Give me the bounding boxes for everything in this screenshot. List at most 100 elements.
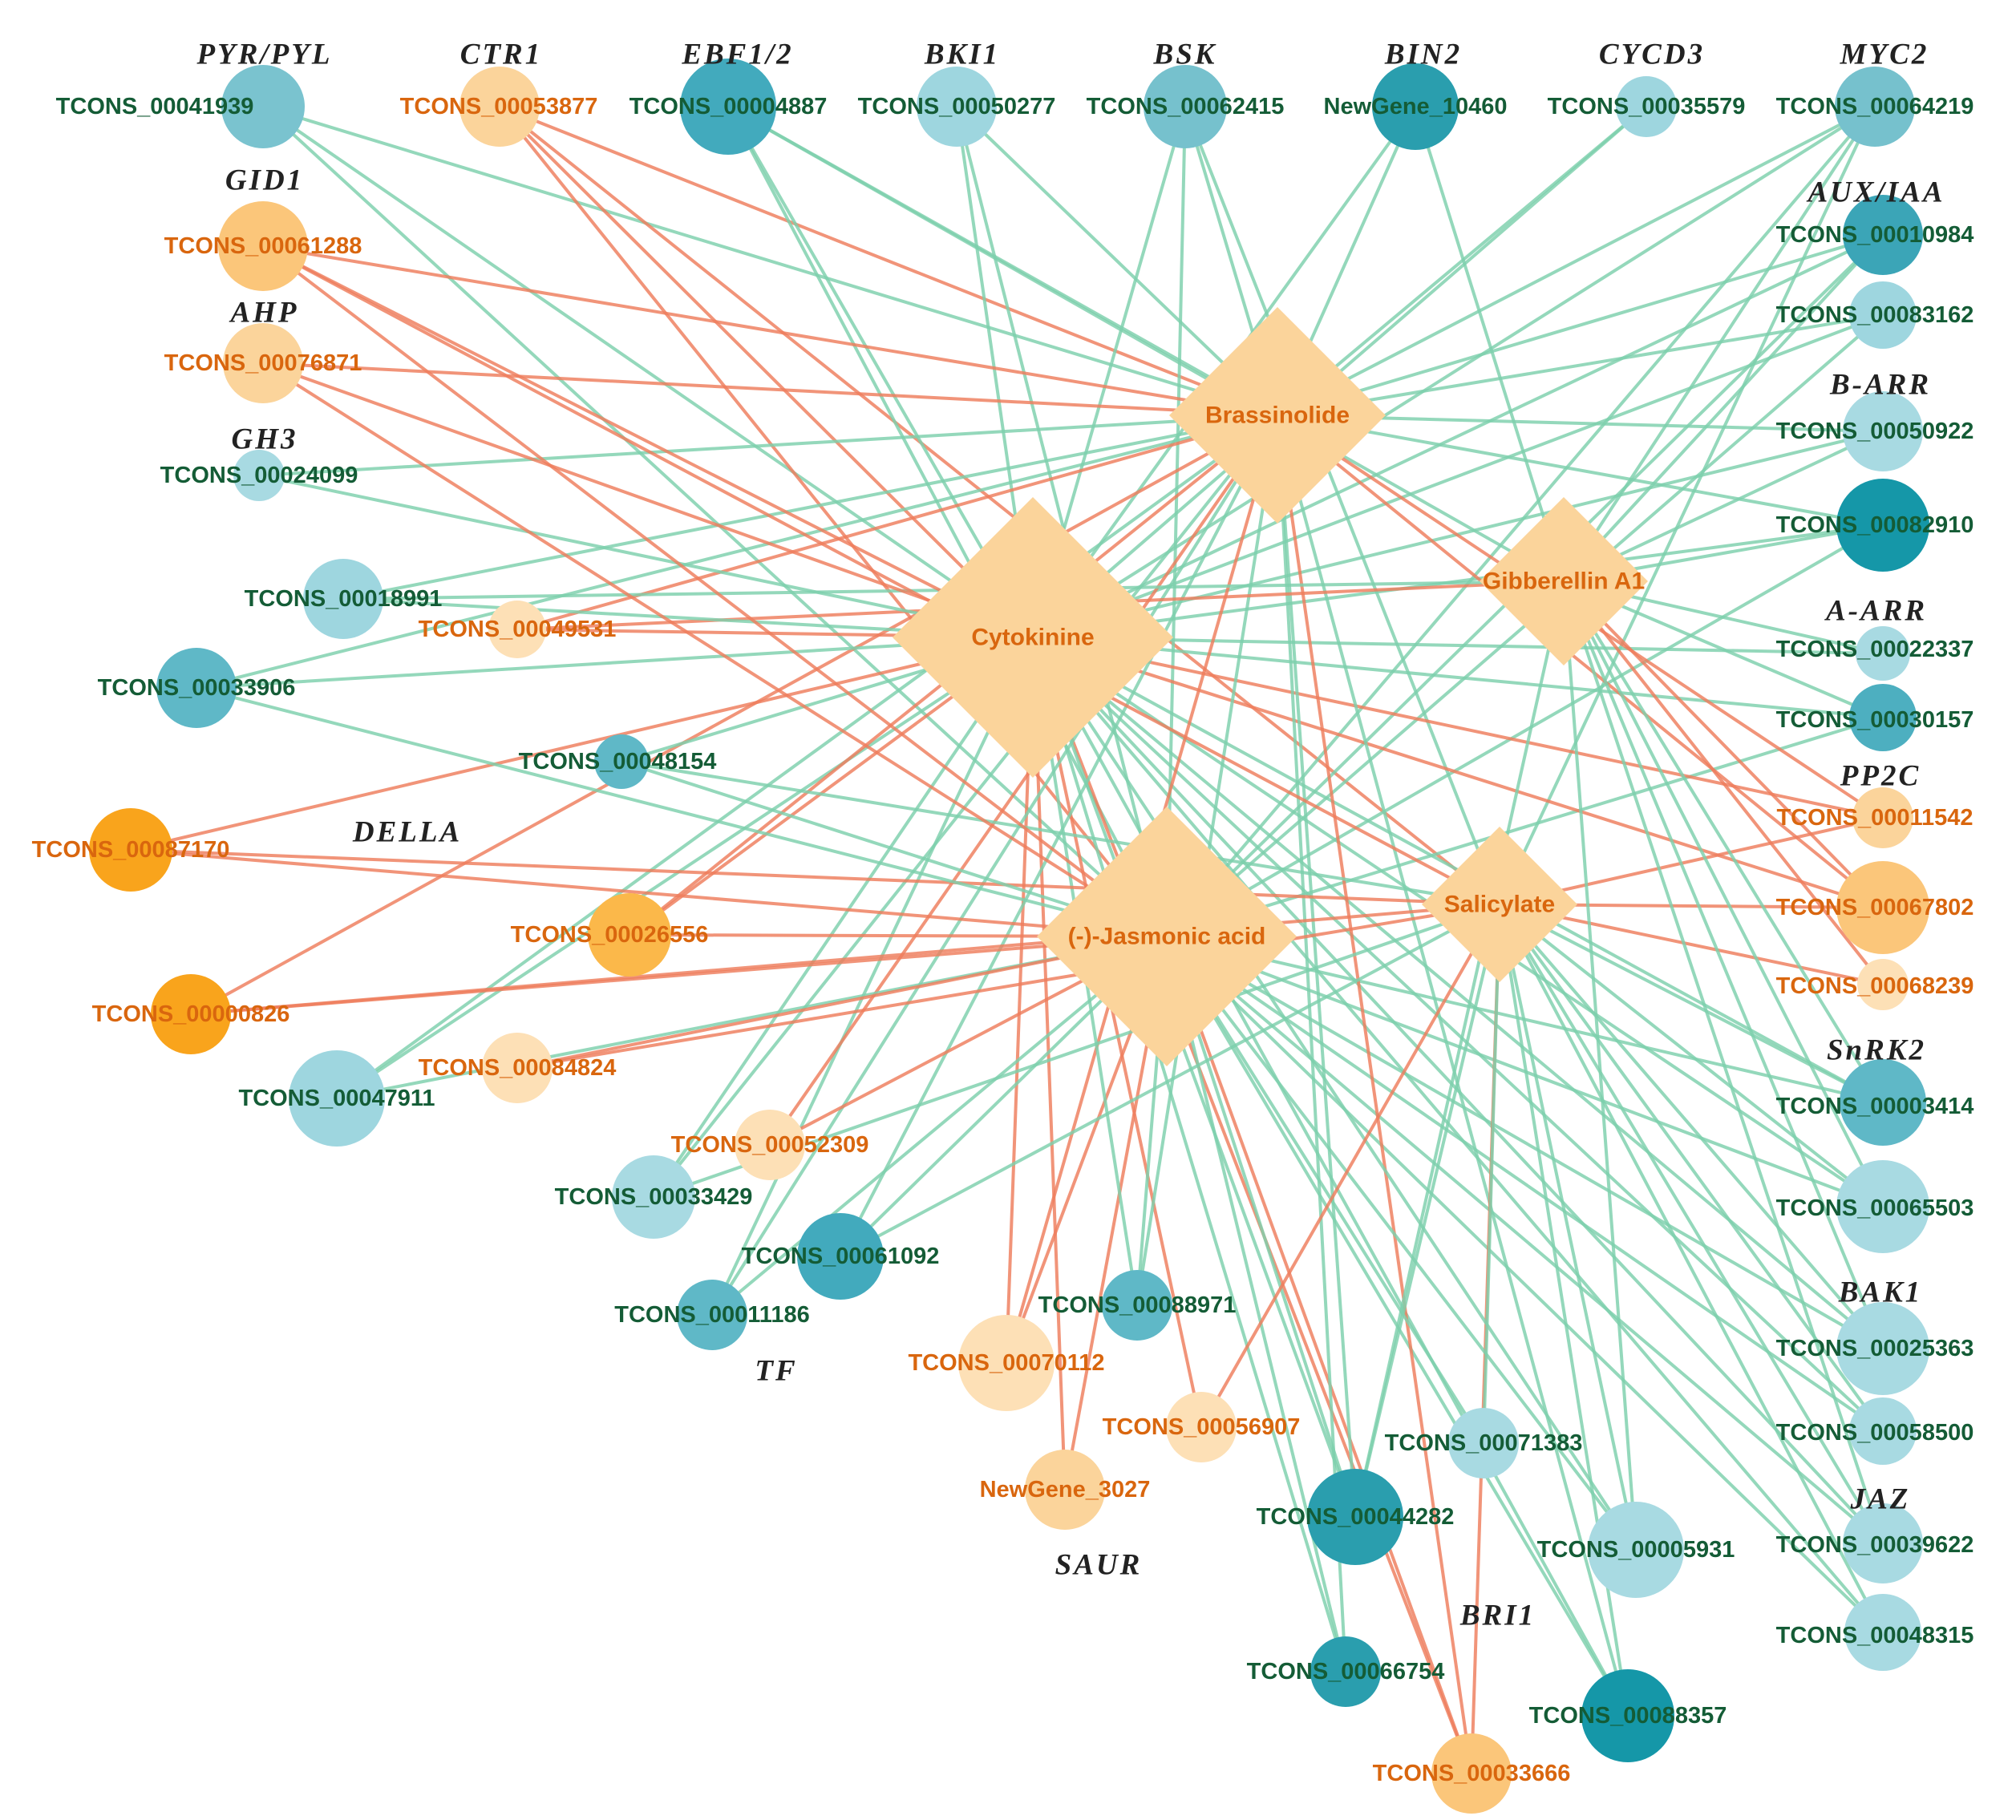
transcript-node[interactable]: TCONS_00024099 — [160, 450, 358, 501]
transcript-node[interactable]: TCONS_00033906 — [98, 648, 296, 728]
transcript-node[interactable]: TCONS_00061288 — [164, 201, 362, 291]
transcript-node[interactable]: TCONS_00018991 — [245, 559, 443, 639]
transcript-node[interactable]: TCONS_00083162 — [1776, 281, 1974, 349]
transcript-label: TCONS_00033906 — [98, 675, 296, 701]
edge-TCONS_00053877-JA — [498, 105, 1168, 938]
transcript-node[interactable]: TCONS_00030157 — [1776, 684, 1974, 751]
transcript-node[interactable]: TCONS_00004887 — [629, 59, 828, 155]
gene-group-label: TF — [755, 1355, 797, 1388]
transcript-label: TCONS_00010984 — [1776, 222, 1974, 248]
transcript-node[interactable]: TCONS_00066754 — [1247, 1636, 1445, 1707]
transcript-node-circle — [1849, 684, 1917, 751]
edge-TCONS_00039622-JA — [1165, 935, 1884, 1545]
transcript-node[interactable]: TCONS_00011186 — [614, 1280, 810, 1350]
gene-group-label: GID1 — [225, 164, 304, 197]
transcript-node[interactable]: TCONS_00056907 — [1103, 1392, 1301, 1462]
hormone-node[interactable]: Cytokinine — [893, 497, 1173, 778]
transcript-label: TCONS_00024099 — [160, 463, 358, 488]
transcript-node[interactable]: TCONS_00050922 — [1776, 391, 1974, 471]
transcript-node[interactable]: TCONS_00068239 — [1776, 959, 1974, 1010]
hormone-label: Gibberellin A1 — [1483, 568, 1645, 595]
transcript-label: TCONS_00030157 — [1776, 707, 1974, 733]
transcript-node[interactable]: TCONS_00052309 — [671, 1110, 869, 1180]
transcript-node[interactable]: TCONS_00005931 — [1537, 1502, 1735, 1598]
transcript-node[interactable]: TCONS_00035579 — [1548, 76, 1746, 137]
transcript-label: TCONS_00083162 — [1776, 302, 1974, 328]
transcript-node[interactable]: TCONS_00011542 — [1776, 787, 1973, 848]
transcript-node[interactable]: TCONS_00026556 — [511, 893, 709, 977]
transcript-node[interactable]: TCONS_00061092 — [742, 1213, 940, 1300]
transcript-node[interactable]: TCONS_00048154 — [519, 734, 717, 789]
transcript-node[interactable]: TCONS_00065503 — [1776, 1160, 1974, 1253]
transcript-node-circle — [233, 450, 285, 501]
hormone-node[interactable]: Gibberellin A1 — [1480, 497, 1648, 665]
edge-TCONS_00011186-BR — [710, 414, 1279, 1316]
transcript-node[interactable]: TCONS_00082910 — [1776, 479, 1974, 572]
edge-TCONS_00066754-JA — [1165, 936, 1347, 1672]
transcript-node[interactable]: TCONS_00039622 — [1776, 1503, 1974, 1583]
hormone-node[interactable]: Brassinolide — [1169, 307, 1386, 524]
edge-TCONS_00025363-SA — [1498, 903, 1884, 1350]
edge-TCONS_00004887-GA — [727, 105, 1565, 583]
edge-TCONS_00071383-JA — [1165, 935, 1485, 1445]
transcript-label: TCONS_00033666 — [1373, 1761, 1571, 1786]
edge-TCONS_00087170-JA — [130, 848, 1168, 938]
transcript-node-circle — [1102, 1270, 1172, 1341]
edge-TCONS_00010984-CK — [1032, 233, 1884, 639]
transcript-node[interactable]: NewGene_3027 — [980, 1450, 1151, 1530]
transcript-node[interactable]: NewGene_10460 — [1324, 63, 1508, 150]
transcript-node[interactable]: TCONS_00053877 — [400, 67, 598, 147]
transcript-label: TCONS_00056907 — [1103, 1414, 1301, 1440]
hormone-label: Salicylate — [1444, 892, 1555, 918]
transcript-node[interactable]: TCONS_00087170 — [32, 808, 230, 892]
transcript-node[interactable]: TCONS_00010984 — [1776, 195, 1974, 275]
transcript-node[interactable]: TCONS_00058500 — [1776, 1397, 1974, 1465]
hormone-node[interactable]: (-)-Jasmonic acid — [1037, 807, 1297, 1066]
transcript-label: TCONS_00048315 — [1776, 1623, 1974, 1648]
transcript-node[interactable]: TCONS_00062415 — [1087, 65, 1285, 148]
transcript-node[interactable]: TCONS_00003414 — [1776, 1059, 1974, 1146]
edge-TCONS_00083162-BR — [1277, 313, 1884, 417]
edge-TCONS_00082910-JA — [1166, 524, 1884, 938]
transcript-label: TCONS_00088971 — [1038, 1292, 1237, 1318]
transcript-node-circle — [1166, 1392, 1237, 1462]
edge-TCONS_00056907-SA — [1200, 904, 1501, 1428]
transcript-node[interactable]: TCONS_00088971 — [1038, 1270, 1237, 1341]
transcript-node[interactable]: TCONS_00048315 — [1776, 1594, 1974, 1671]
edge-TCONS_00033906-JA — [196, 686, 1168, 938]
transcript-node[interactable]: TCONS_00022337 — [1776, 626, 1974, 681]
transcript-node[interactable]: TCONS_00071383 — [1385, 1408, 1583, 1478]
edge-TCONS_00000826-BR — [190, 414, 1278, 1016]
transcript-node[interactable]: TCONS_00025363 — [1776, 1302, 1974, 1395]
transcript-node[interactable]: TCONS_00033666 — [1373, 1733, 1571, 1814]
transcript-node[interactable]: TCONS_00070112 — [908, 1315, 1105, 1411]
edge-TCONS_00041939-CK — [261, 105, 1034, 639]
transcript-node-circle — [612, 1155, 695, 1239]
edge-TCONS_00067802-CK — [1032, 636, 1884, 909]
transcript-node[interactable]: TCONS_00076871 — [164, 323, 362, 403]
transcript-node[interactable]: TCONS_00050277 — [858, 67, 1056, 147]
edge-TCONS_00033429-CK — [652, 636, 1034, 1199]
transcript-node[interactable]: TCONS_00084824 — [419, 1033, 617, 1103]
transcript-node[interactable]: TCONS_00049531 — [419, 601, 617, 658]
transcript-node[interactable]: TCONS_00033429 — [555, 1155, 753, 1239]
transcript-node-circle — [594, 734, 649, 789]
transcript-node[interactable]: TCONS_00067802 — [1776, 861, 1974, 954]
hormone-node[interactable]: Salicylate — [1422, 827, 1577, 982]
edge-TCONS_00087170-SA — [130, 848, 1500, 906]
transcript-node-circle — [218, 201, 308, 291]
transcript-node[interactable]: TCONS_00047911 — [238, 1050, 435, 1147]
edge-TCONS_00011186-CK — [710, 637, 1034, 1316]
transcript-node[interactable]: TCONS_00041939 — [56, 65, 305, 148]
transcript-node[interactable]: TCONS_00044282 — [1257, 1469, 1455, 1565]
edge-TCONS_00064219-SA — [1498, 106, 1876, 905]
edge-TCONS_00033666-BR — [1276, 415, 1473, 1774]
gene-group-label: BSK — [1153, 38, 1217, 71]
gene-group-label: DELLA — [352, 816, 462, 849]
transcript-node[interactable]: TCONS_00000826 — [92, 974, 290, 1054]
edge-TCONS_00048315-CK — [1031, 636, 1884, 1634]
edge-TCONS_00088357-BR — [1276, 415, 1629, 1717]
transcript-node[interactable]: TCONS_00088357 — [1529, 1669, 1727, 1762]
transcript-node[interactable]: TCONS_00064219 — [1776, 67, 1974, 147]
edge-TCONS_00041939-BR — [262, 105, 1278, 417]
